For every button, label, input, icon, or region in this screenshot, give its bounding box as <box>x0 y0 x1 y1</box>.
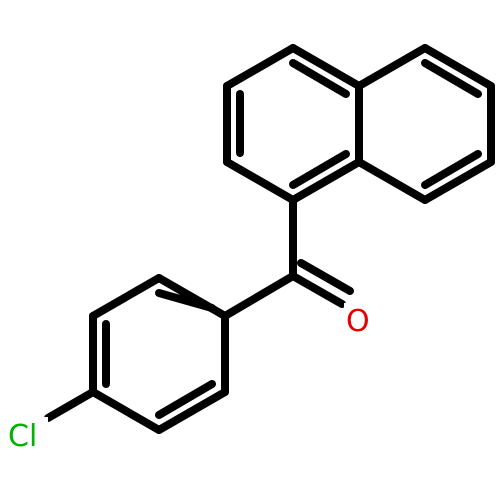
bond-c8-c8a <box>355 158 429 204</box>
bond-c4-c4a-inner <box>289 59 350 98</box>
oxygen-atom-label: O <box>346 304 370 339</box>
bond-p2-p3 <box>89 274 163 320</box>
bond-c5-c6-inner <box>421 59 482 98</box>
bond-c4-c4a <box>289 44 363 90</box>
oxygen-label-background <box>344 303 374 337</box>
bond-c1-c2 <box>223 158 297 204</box>
bond-c3-c4 <box>223 44 297 90</box>
bond-c7-c8-inner <box>421 150 482 189</box>
atom-labels: O Cl <box>6 303 374 454</box>
bond-carbonyl-o <box>289 272 346 308</box>
bond-carbonyl-o-double <box>297 259 354 295</box>
bond-c8a-c1 <box>289 158 363 204</box>
bond-carbonyl-aryl <box>221 272 297 320</box>
bond-c7-c8 <box>421 158 495 204</box>
bond-c8a-c1-inner <box>289 150 350 189</box>
bond-p4-p5 <box>89 388 163 434</box>
bond-set <box>44 44 495 434</box>
chlorine-label-background <box>6 417 48 451</box>
chlorine-atom-label: Cl <box>8 419 37 454</box>
bond-c5-c6 <box>421 44 495 90</box>
bond-c4a-c5 <box>355 44 429 90</box>
bond-p5-p6 <box>155 388 229 434</box>
bond-p1-p2-inner <box>155 289 216 312</box>
bond-p4-cl <box>44 388 97 422</box>
bond-p5-p6-inner <box>155 380 216 419</box>
